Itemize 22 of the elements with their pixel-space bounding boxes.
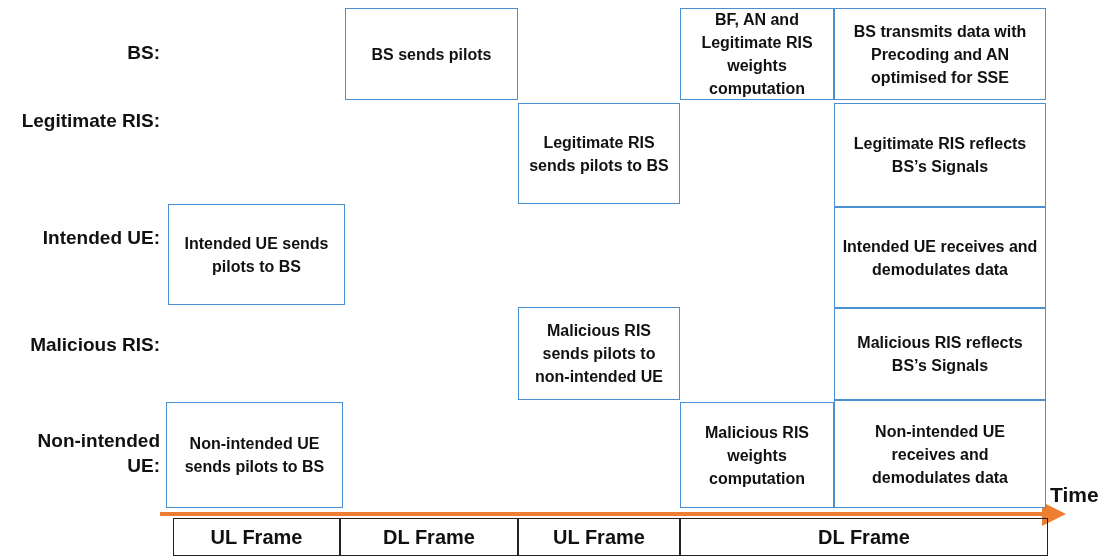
row-label: Legitimate RIS:: [20, 109, 160, 133]
step-box: Intended UE receives and demodulates data: [834, 207, 1046, 308]
step-box: BS sends pilots: [345, 8, 518, 100]
frame-cell: DL Frame: [680, 518, 1048, 556]
step-box: Legitimate RIS sends pilots to BS: [518, 103, 680, 204]
step-box: Legitimate RIS reflects BS’s Signals: [834, 103, 1046, 207]
axis-label: Time: [1050, 482, 1100, 507]
row-label: Malicious RIS:: [29, 333, 160, 357]
frame-cell: DL Frame: [340, 518, 518, 556]
row-label: Non-intended UE:: [36, 429, 160, 478]
step-box: Malicious RIS reflects BS’s Signals: [834, 308, 1046, 400]
frame-cell: UL Frame: [518, 518, 680, 556]
step-box: Intended UE sends pilots to BS: [168, 204, 345, 305]
step-box: Malicious RIS weights computation: [680, 402, 834, 508]
step-box: BF, AN and Legitimate RIS weights computation: [680, 8, 834, 100]
step-box: Non-intended UE receives and demodulates data: [834, 400, 1046, 508]
step-box: BS transmits data with Precoding and AN optimised for SSE: [834, 8, 1046, 100]
step-box: Malicious RIS sends pilots to non-intended UE: [518, 307, 680, 400]
frame-cell: UL Frame: [173, 518, 340, 556]
row-label: Intended UE:: [41, 226, 160, 250]
step-box: Non-intended UE sends pilots to BS: [166, 402, 343, 508]
row-label: BS:: [126, 41, 160, 65]
